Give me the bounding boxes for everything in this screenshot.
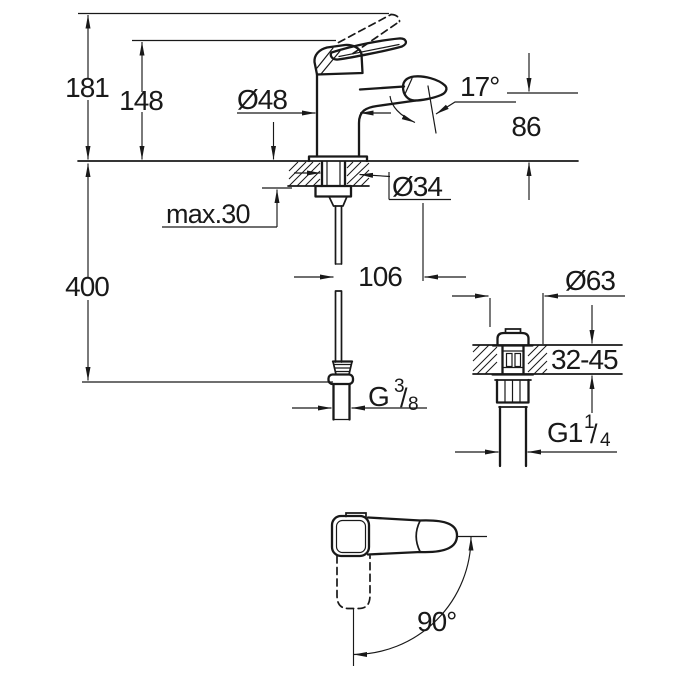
body-diameter-label: Ø48 [237, 84, 287, 115]
swivel-angle-label: 90° [417, 606, 456, 637]
handle-top-view: 90° [330, 512, 487, 666]
stream-angle-label: 17° [460, 71, 499, 102]
outlet-height-label: 86 [511, 111, 541, 142]
dim-spout-projection: 106 [294, 203, 466, 292]
dim-swivel-angle: 90° [352, 535, 487, 666]
outlet-thread-denominator: 4 [600, 430, 611, 451]
total-height-label: 181 [65, 72, 109, 103]
lever-height-label: 148 [119, 85, 163, 116]
supply-thread-denominator: 8 [408, 394, 418, 415]
max-deck-label: max.30 [166, 199, 250, 229]
dim-stream-angle: 17° [389, 71, 516, 124]
faucet-front-view: 181 148 Ø48 17° 86 [65, 12, 579, 421]
deck-range-label: 32-45 [551, 344, 618, 375]
hose-length-label: 400 [65, 271, 109, 302]
dim-cap-diameter: Ø63 [452, 265, 625, 344]
dim-outlet-thread: G1 1 / 4 [455, 412, 617, 455]
supply-thread-prefix: G [368, 381, 389, 412]
waste-cap [491, 328, 534, 347]
spout-projection-label: 106 [358, 261, 402, 292]
supply-thread-slash: / [400, 383, 408, 413]
swivel-arc [353, 536, 474, 657]
lever-open-dashed [337, 13, 401, 55]
faucet-lever [313, 37, 408, 76]
dim-total-height: 181 [65, 12, 389, 160]
outlet-thread-slash: / [590, 419, 598, 449]
waste-locknut [491, 373, 535, 408]
outlet-thread-numerator: 1 [584, 412, 594, 433]
spout-aerator [401, 75, 448, 134]
water-stream-line [427, 85, 437, 134]
supply-tube [334, 205, 343, 363]
cap-diameter-label: Ø63 [565, 265, 615, 296]
dim-body-diameter: Ø48 [237, 84, 391, 116]
pop-up-waste-view: Ø63 32-45 G1 1 / 4 [452, 265, 625, 468]
dim-supply-thread: G 3 / 8 [292, 376, 427, 415]
dim-lever-height: 148 [119, 39, 336, 160]
supply-hose-connector [327, 360, 355, 421]
waste-tailpiece [498, 405, 528, 468]
dim-max-deck-thickness: max.30 [162, 122, 292, 229]
dim-outlet-height: 86 [507, 53, 578, 200]
dim-shank-diameter: Ø34 [294, 170, 451, 202]
shank-diameter-label: Ø34 [392, 171, 442, 202]
waste-body [501, 344, 525, 375]
handle-cap [330, 512, 371, 558]
supply-thread-numerator: 3 [394, 376, 404, 397]
dim-deck-thickness-range: 32-45 [551, 305, 619, 413]
dim-hose-length: 400 [65, 163, 333, 383]
outlet-thread-prefix: G1 [547, 417, 583, 448]
